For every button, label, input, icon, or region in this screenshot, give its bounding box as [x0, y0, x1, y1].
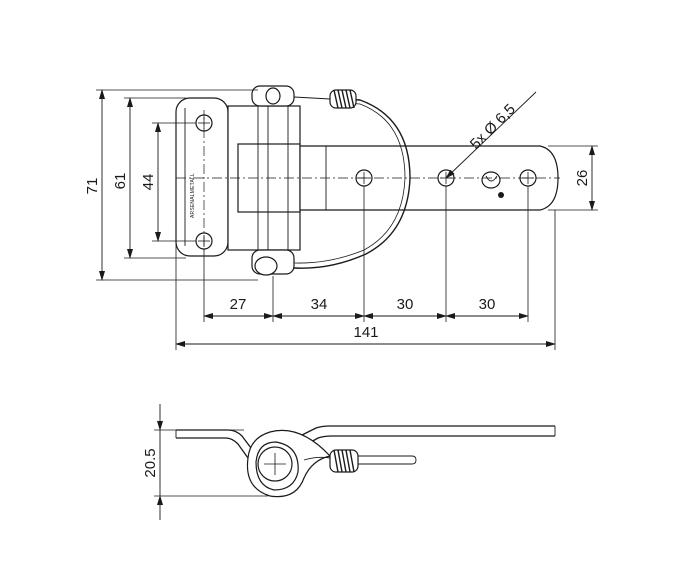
dim-44: 44 [140, 174, 157, 191]
side-base-bottom [176, 437, 249, 459]
dim-27: 27 [230, 296, 247, 313]
pin-bottom-cap [254, 256, 278, 276]
side-strap-bottom [303, 435, 555, 447]
dim-71: 71 [84, 178, 101, 195]
dim-141: 141 [353, 324, 378, 341]
strap-dot [498, 192, 504, 198]
side-coil-spring [329, 449, 359, 473]
side-wire-link [303, 456, 331, 461]
spring-wire [293, 97, 411, 269]
dim-34: 34 [311, 296, 328, 313]
side-wire-end [358, 455, 417, 465]
side-view [175, 425, 556, 498]
plate-stamp: ARSENALMETALL [190, 173, 196, 218]
strap-logo-mark [481, 171, 501, 189]
dim-30a: 30 [397, 296, 414, 313]
side-strap-top [299, 425, 555, 437]
top-view-dimensions: 71 61 44 26 5x Ø 6,5 27 34 30 30 1 [84, 89, 598, 350]
hole-callout: 5x Ø 6,5 [467, 101, 519, 153]
wire-to-pin [293, 96, 331, 100]
pin-top-cap [265, 87, 281, 105]
top-view: ARSENALMETALL [175, 85, 560, 276]
dim-26: 26 [574, 170, 591, 187]
spring-wire-inner [293, 101, 406, 264]
dim-20-5: 20.5 [142, 448, 159, 477]
dim-61: 61 [112, 173, 129, 190]
dim-30b: 30 [479, 296, 496, 313]
side-base-top [176, 429, 255, 453]
hole-callout-leader [445, 91, 537, 179]
side-view-dimensions: 20.5 [142, 404, 268, 520]
coil-spring [329, 89, 357, 109]
